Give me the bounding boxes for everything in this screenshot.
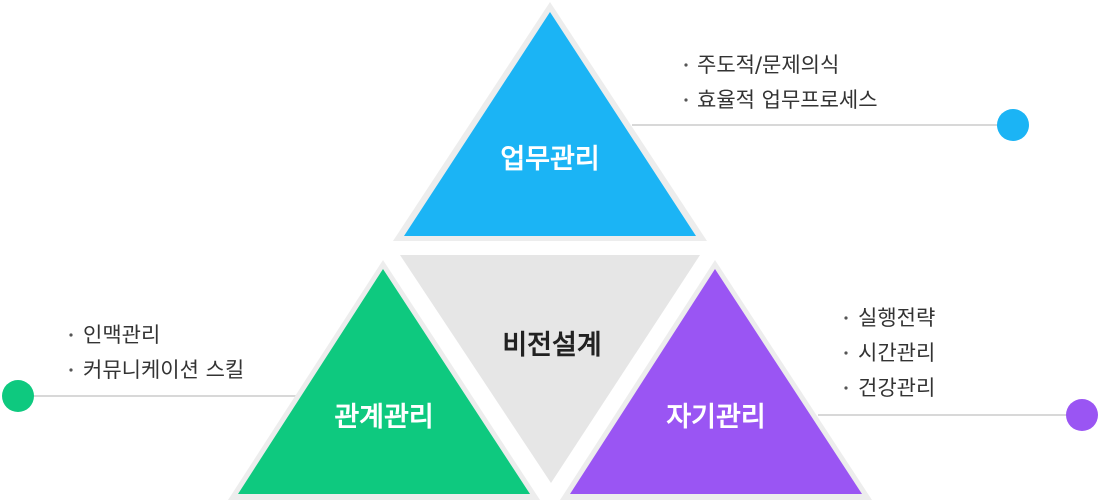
left-end-dot [2, 380, 34, 412]
top-item-2-bullet [684, 98, 688, 102]
left-item-2: 커뮤니케이션 스킬 [83, 358, 244, 382]
center-title: 비전설계 [502, 330, 601, 361]
right-triangle [570, 269, 862, 494]
top-title: 업무관리 [500, 144, 599, 175]
left-item-1: 인맥관리 [83, 323, 160, 347]
left-triangle [238, 269, 530, 494]
left-item-2-bullet [69, 368, 73, 372]
right-title: 자기관리 [666, 402, 765, 433]
top-item-1-bullet [684, 63, 688, 67]
right-item-2-bullet [844, 351, 848, 355]
top-item-1: 주도적/문제의식 [697, 53, 839, 77]
top-end-dot [997, 109, 1029, 141]
right-item-2: 시간관리 [858, 341, 935, 365]
right-item-3-bullet [844, 386, 848, 390]
right-item-3: 건강관리 [858, 376, 935, 400]
right-end-dot [1066, 399, 1098, 431]
right-item-1: 실행전략 [858, 306, 935, 330]
top-item-2: 효율적 업무프로세스 [697, 88, 878, 112]
center-triangle [400, 255, 700, 483]
left-title: 관계관리 [334, 402, 433, 433]
left-item-1-bullet [69, 333, 73, 337]
top-triangle [404, 12, 696, 236]
right-item-1-bullet [844, 316, 848, 320]
